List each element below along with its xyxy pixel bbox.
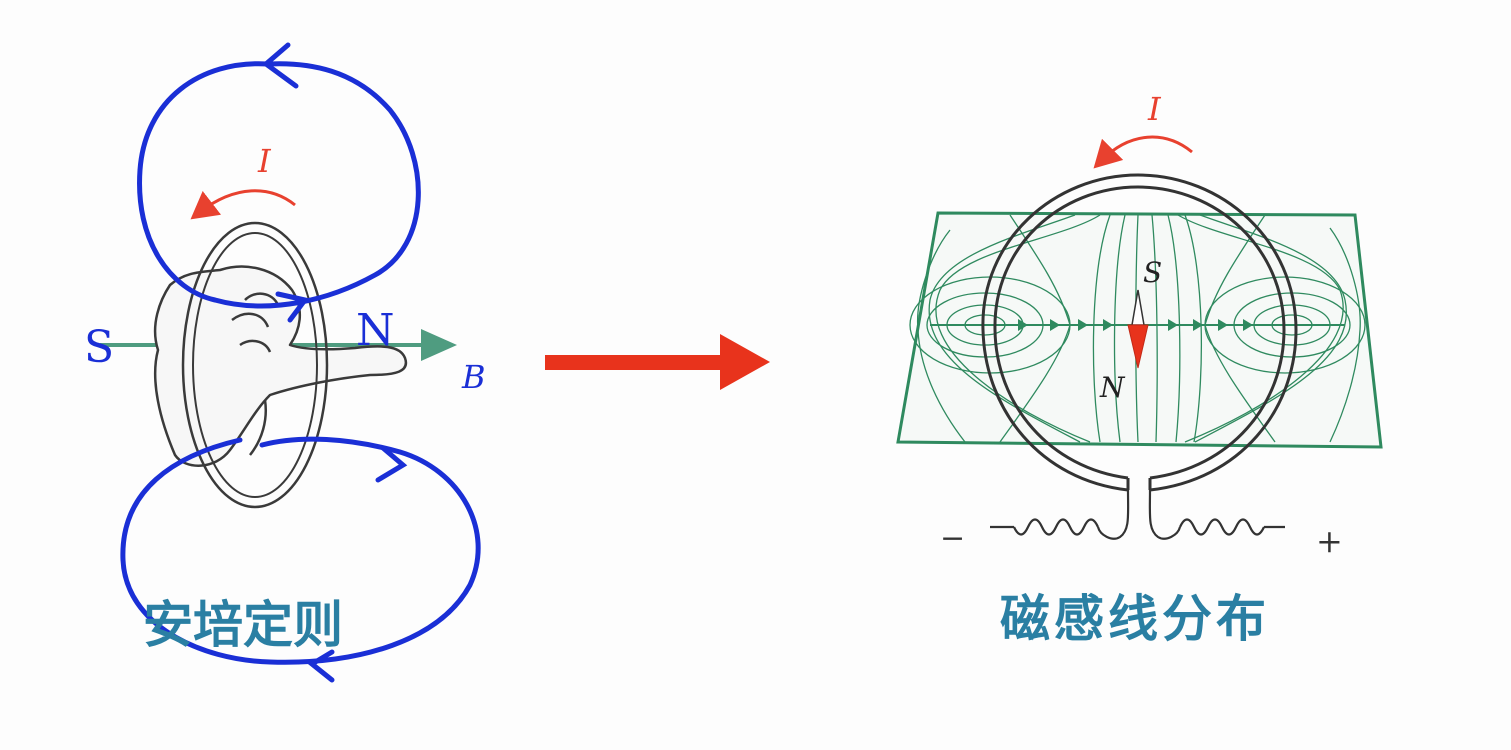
needle-north-half <box>1127 324 1149 369</box>
current-loop-outer <box>181 221 329 509</box>
axis-arrowheads <box>1018 319 1253 331</box>
upper-loop-inner-arrow <box>275 291 310 323</box>
current-label-right: I <box>1147 90 1162 128</box>
lead-wires <box>990 489 1285 540</box>
lower-loop-arrowhead-right <box>375 445 408 483</box>
lower-field-loop <box>120 436 481 665</box>
right-hand-icon <box>153 265 408 467</box>
field-distribution-caption: 磁感线分布 <box>1000 590 1270 648</box>
upper-loop-arrowhead <box>261 42 299 89</box>
pole-south-label: S <box>84 322 114 373</box>
needle-south-label: S <box>1143 256 1162 289</box>
pole-north-label: N <box>356 305 395 356</box>
ampere-rule-caption: 安培定则 <box>143 596 343 654</box>
field-distribution-diagram: − + S N I 磁感线分布 <box>896 90 1383 648</box>
current-label-left: I <box>257 142 272 180</box>
current-direction-arrow <box>190 189 296 220</box>
circular-wire-loop <box>981 173 1298 492</box>
upper-field-loop <box>137 61 421 309</box>
lower-loop-arrowhead-bottom <box>307 649 335 683</box>
positive-terminal-label: + <box>1316 522 1343 560</box>
transition-arrow-shaft <box>545 355 723 370</box>
negative-terminal-label: − <box>940 521 965 556</box>
current-direction-arrow-right <box>1093 135 1193 169</box>
ampere-rule-diagram: I S N B 安培定则 <box>84 42 486 683</box>
current-loop-inner <box>192 232 318 498</box>
transition-arrow <box>545 334 770 390</box>
transition-arrow-head <box>720 334 770 390</box>
field-b-label: B <box>461 358 486 396</box>
hand-drawn-field-loops <box>120 42 481 683</box>
needle-north-label: N <box>1099 371 1126 404</box>
compass-needle-icon <box>1127 289 1149 369</box>
